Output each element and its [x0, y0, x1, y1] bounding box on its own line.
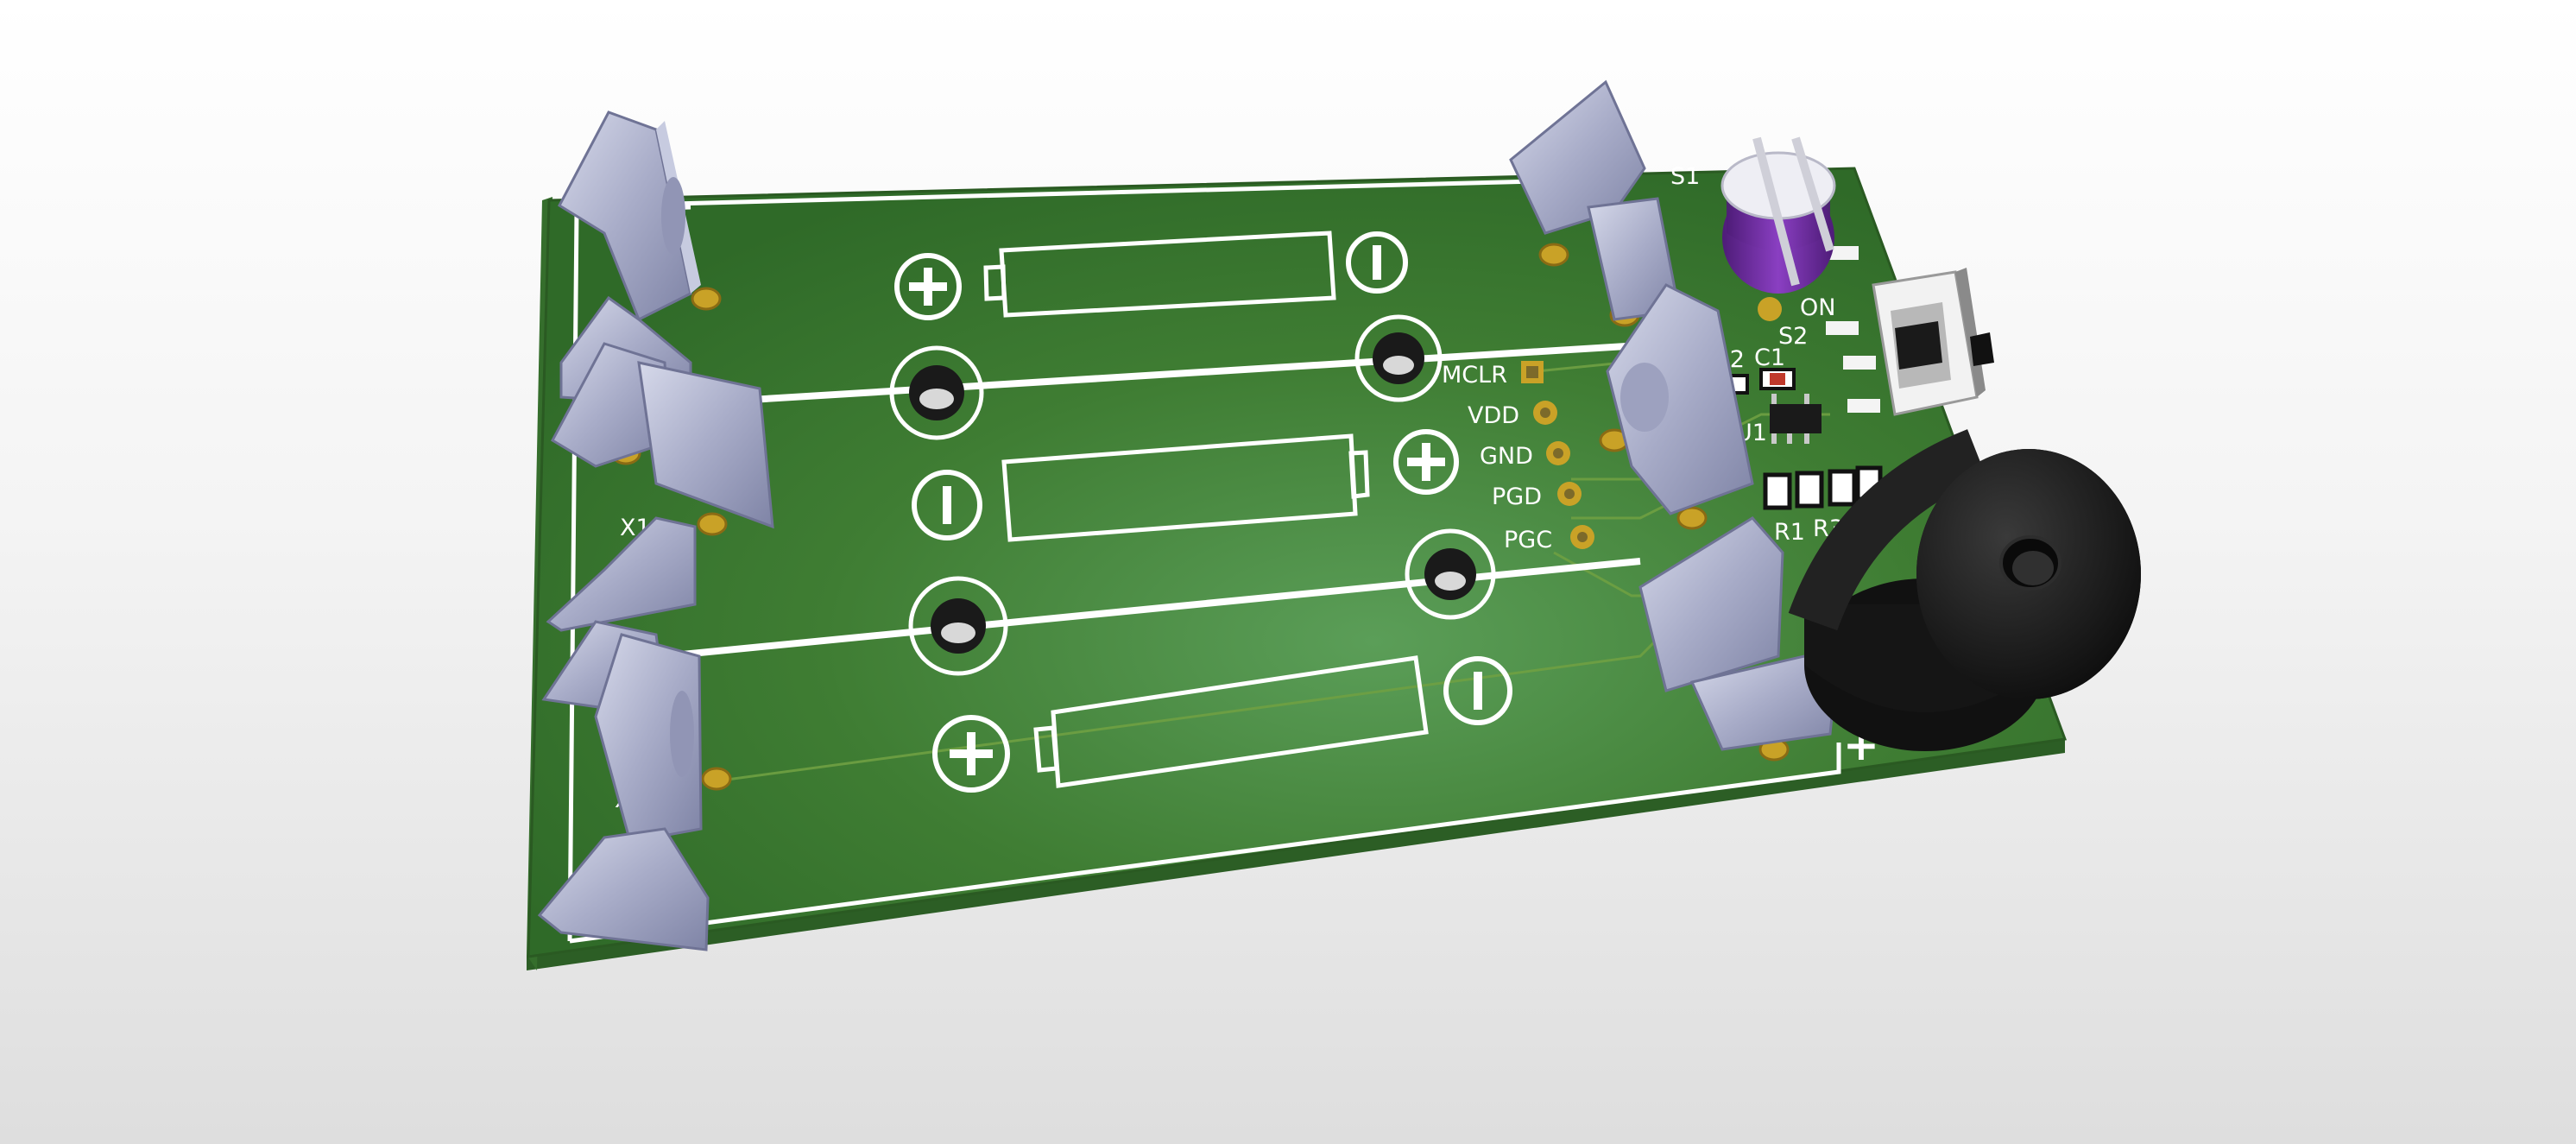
plus-circle-icon [894, 253, 962, 320]
battery-clip-right-3 [1638, 516, 1836, 751]
mount-hole-icon [1405, 528, 1496, 620]
capacitor-component [1720, 136, 1836, 321]
battery-clip-right-1 [1509, 79, 1681, 321]
label-s1: S1 [1670, 163, 1700, 190]
buzzer-component [1788, 429, 2141, 751]
slot-divider-2 [681, 558, 1641, 658]
battery-slot-2 [1001, 433, 1370, 542]
label-gnd: GND [1480, 443, 1533, 470]
minus-circle-icon [1443, 656, 1512, 725]
slot-divider-1 [707, 342, 1641, 406]
board-outline-silk [569, 743, 1841, 944]
battery-clip-left-3 [537, 620, 710, 951]
minus-circle-icon [912, 470, 982, 540]
battery-clip-left-2 [546, 342, 774, 632]
mount-hole-icon [889, 345, 984, 440]
label-mclr: MCLR [1442, 362, 1507, 389]
label-c1: C1 [1754, 344, 1785, 371]
minus-circle-icon [1346, 231, 1408, 294]
label-vdd: VDD [1468, 402, 1519, 429]
label-pgc: PGC [1504, 527, 1552, 553]
label-pgd: PGD [1492, 484, 1542, 510]
label-s2: S2 [1778, 323, 1808, 350]
plus-circle-icon [932, 715, 1010, 793]
mount-hole-icon [1354, 314, 1443, 402]
plus-circle-icon [1393, 429, 1459, 495]
battery-clip-right-2 [1606, 283, 1754, 515]
label-r1: R1 [1774, 519, 1805, 546]
battery-slot-3 [1033, 655, 1429, 788]
battery-slot-1 [983, 231, 1336, 318]
header-pads [1521, 361, 1594, 549]
label-on: ON [1800, 294, 1835, 321]
slide-switch-component [1872, 268, 1994, 416]
board-outline-silk-top [672, 179, 1537, 206]
pcb-edge [527, 739, 2065, 970]
mount-hole-icon [908, 576, 1008, 676]
